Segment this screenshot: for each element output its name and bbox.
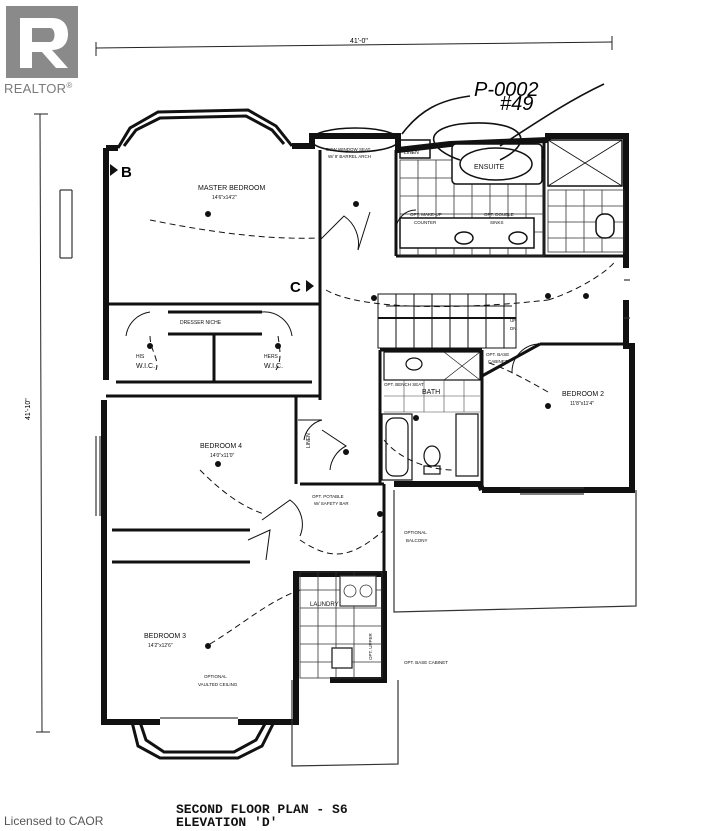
bedroom3-bay-window (130, 717, 276, 760)
room-labels: MASTER BEDROOM 14'6"x14'2" ENSUITE BOW W… (136, 147, 604, 687)
top-dimension: 41'-0" (350, 38, 368, 45)
double-sinks-line1: OPT. DOUBLE (484, 212, 514, 217)
vaulted-line2: VAULTED CEILING (198, 682, 238, 687)
double-sinks-line2: SINKS (490, 220, 504, 225)
realtor-logo-mark (6, 6, 78, 78)
opt-base-cabinet-line1: OPT. BASE (486, 352, 509, 357)
marker-b-arrow (110, 164, 118, 176)
marker-c-arrow (306, 280, 314, 292)
light-fixtures (147, 201, 589, 649)
plan-elevation: ELEVATION 'D' (176, 815, 278, 830)
make-up-line1: OPT. MAKE-UP (410, 212, 442, 217)
balcony-line2: BALCONY (406, 538, 428, 543)
bow-window-line1: BOW WINDOW SEAT (326, 147, 371, 152)
make-up-line2: COUNTER (414, 220, 437, 225)
dimension-lines (34, 36, 613, 733)
hers-wic-label: W.I.C. (264, 363, 283, 370)
vaulted-line1: OPTIONAL (204, 674, 227, 679)
bath-label: BATH (422, 389, 440, 396)
ensuite-fixtures (399, 139, 623, 249)
bench-seat-label: OPT. BENCH SEAT (384, 382, 424, 387)
potable-line1: OPT. POTABLE (312, 494, 344, 499)
his-wic-label: W.I.C. (136, 363, 155, 370)
electrical-lines (149, 219, 617, 645)
exterior-walls (101, 133, 635, 725)
bow-window-line2: W/ 9' BARREL ARCH (328, 154, 371, 159)
balcony-outline (59, 189, 637, 767)
door-swings (125, 209, 541, 561)
plan-title: SECOND FLOOR PLAN - S6 (176, 802, 348, 817)
up-label: UP (510, 318, 516, 323)
bedroom-4-size: 14'0"x11'0" (210, 453, 234, 459)
ensuite-label: ENSUITE (474, 164, 505, 171)
realtor-r-icon (20, 18, 68, 68)
bedroom-3-name: BEDROOM 3 (144, 633, 186, 640)
handwritten-number: #49 (500, 93, 533, 115)
plan-title-block: SECOND FLOOR PLAN - S6 ELEVATION 'D' (176, 803, 348, 829)
master-bedroom-name: MASTER BEDROOM (198, 185, 265, 192)
opt-base-cabinet-line2: CABINET (488, 359, 508, 364)
bedroom-2-size: 11'8"x11'4" (570, 401, 594, 407)
dresser-niche-label: DRESSER NICHE (180, 320, 222, 326)
realtor-logo: REALTOR® (0, 0, 84, 100)
marker-c: C (290, 279, 301, 296)
balcony-line1: OPTIONAL (404, 530, 427, 535)
opt-base-cabinet-2-label: OPT. BASE CABINET (404, 660, 448, 665)
master-bay-window (116, 108, 294, 149)
dn-label: DN (510, 326, 517, 331)
his-label: HIS (136, 354, 145, 360)
realtor-wordmark: REALTOR® (4, 81, 73, 96)
handwritten-annotations (310, 83, 605, 161)
marker-b: B (121, 164, 132, 181)
bedroom-4-name: BEDROOM 4 (200, 443, 242, 450)
linen-top-label: LINEN (404, 150, 419, 156)
hers-label: HERS (264, 354, 279, 360)
linen-mid-label: LINEN (306, 433, 312, 448)
bath-tiles (384, 380, 480, 413)
potable-line2: W/ SAFETY BAR (314, 501, 349, 506)
laundry-label: LAUNDRY (310, 602, 339, 608)
opt-upper-label: OPT. UPPER (368, 632, 373, 660)
bedroom-2-name: BEDROOM 2 (562, 391, 604, 398)
license-text: Licensed to CAOR (4, 814, 104, 828)
bedroom-3-size: 14'2"x12'6" (148, 643, 173, 649)
master-bedroom-size: 14'6"x14'2" (212, 195, 237, 201)
handwritten-code: P-0002 (474, 79, 539, 101)
stairs (377, 293, 517, 349)
laundry-tiles (299, 571, 383, 679)
bath-fixtures (381, 351, 481, 481)
side-dimension: 41'-10" (25, 398, 32, 420)
